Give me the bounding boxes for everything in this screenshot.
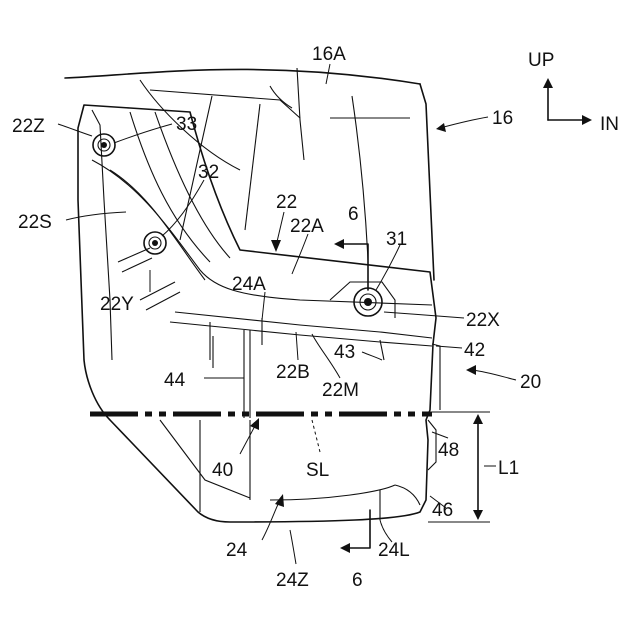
body-panel-16 <box>65 68 434 280</box>
label-22z: 22Z <box>12 116 45 137</box>
label-in: IN <box>600 114 619 135</box>
label-16a: 16A <box>312 44 346 65</box>
section-arrow-6-bottom <box>340 510 370 553</box>
label-42: 42 <box>464 340 485 361</box>
label-sl: SL <box>306 460 329 481</box>
label-up: UP <box>528 50 554 71</box>
label-33: 33 <box>176 114 197 135</box>
label-44: 44 <box>164 370 186 391</box>
label-46: 46 <box>432 500 453 521</box>
label-24z: 24Z <box>276 570 309 591</box>
label-22y: 22Y <box>100 294 134 315</box>
label-43: 43 <box>334 342 355 363</box>
label-22s: 22S <box>18 212 52 233</box>
label-48: 48 <box>438 440 459 461</box>
label-24a: 24A <box>232 274 266 295</box>
reference-labels: 16A 16 UP IN 22Z 33 32 22S 22 22A 6 31 2… <box>12 44 619 591</box>
label-22a: 22A <box>290 216 324 237</box>
bolt-33 <box>93 134 115 156</box>
label-24l: 24L <box>378 540 410 561</box>
label-22: 22 <box>276 192 297 213</box>
label-22b: 22B <box>276 362 310 383</box>
label-22m: 22M <box>322 380 359 401</box>
label-32: 32 <box>198 162 219 183</box>
label-31: 31 <box>386 229 407 250</box>
label-22x: 22X <box>466 310 500 331</box>
direction-arrows <box>543 78 592 125</box>
label-20: 20 <box>520 372 541 393</box>
label-6-bottom: 6 <box>352 570 363 591</box>
label-l1: L1 <box>498 458 519 479</box>
label-24: 24 <box>226 540 248 561</box>
label-6-top: 6 <box>348 204 359 225</box>
label-16: 16 <box>492 108 513 129</box>
label-40: 40 <box>212 460 233 481</box>
